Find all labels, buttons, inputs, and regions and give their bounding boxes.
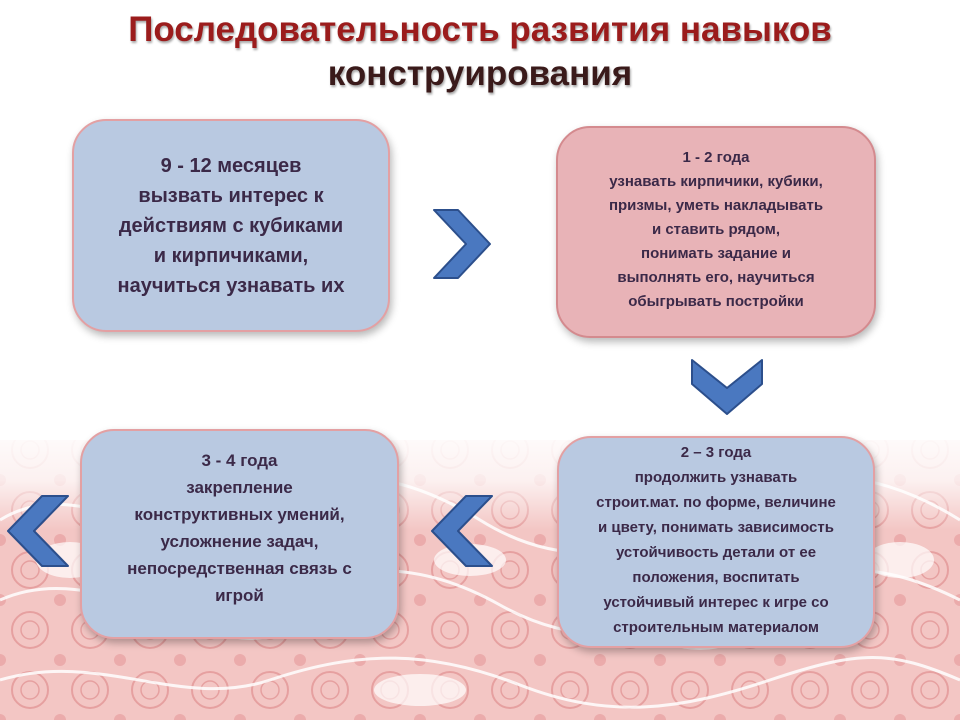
- chevron-right-icon: [432, 208, 492, 280]
- step-text-line: понимать задание и: [641, 245, 791, 262]
- step-text-line: обыгрывать постройки: [628, 293, 804, 310]
- step-text-line: закрепление: [186, 478, 293, 497]
- step-text-line: конструктивных умений,: [134, 505, 345, 524]
- step-period: 3 - 4 года: [201, 451, 278, 470]
- step-period: 9 - 12 месяцев: [160, 154, 302, 177]
- title-line-2: конструирования: [327, 54, 633, 93]
- step-text-line: и цвету, понимать зависимость: [598, 519, 834, 536]
- step-box-2-3-years: 2 – 3 года продолжить узнавать строит.ма…: [557, 436, 875, 648]
- step-text-line: научиться узнавать их: [117, 274, 345, 297]
- step-period: 1 - 2 года: [682, 149, 750, 166]
- title-line-1: Последовательность развития навыков: [128, 10, 832, 49]
- page-title: Последовательность развития навыков конс…: [60, 8, 900, 96]
- step-text-line: и кирпичиками,: [153, 244, 309, 267]
- chevron-left-icon: [6, 494, 70, 568]
- step-text-line: продолжить узнавать: [634, 469, 798, 486]
- step-period: 2 – 3 года: [680, 444, 752, 461]
- step-text-line: устойчивость детали от ее: [615, 544, 817, 561]
- step-text-line: действиям с кубиками: [118, 214, 344, 237]
- step-box-9-12-months: 9 - 12 месяцев вызвать интерес к действи…: [72, 119, 390, 332]
- step-text-line: игрой: [215, 586, 264, 605]
- step-text-line: вызвать интерес к: [138, 184, 324, 207]
- step-text-line: строит.мат. по форме, величине: [596, 494, 836, 511]
- step-text-line: устойчивый интерес к игре со: [603, 594, 829, 611]
- step-text-line: усложнение задач,: [160, 532, 319, 551]
- step-text-line: положения, воспитать: [632, 569, 800, 586]
- step-text-line: непосредственная связь с: [127, 559, 352, 578]
- step-text-line: строительным материалом: [613, 619, 819, 636]
- step-box-1-2-years: 1 - 2 года узнавать кирпичики, кубики, п…: [556, 126, 876, 338]
- chevron-left-icon: [430, 494, 494, 568]
- step-box-3-4-years: 3 - 4 года закрепление конструктивных ум…: [80, 429, 399, 639]
- chevron-down-icon: [690, 358, 764, 416]
- step-text-line: призмы, уметь накладывать: [608, 197, 824, 214]
- step-text-line: выполнять его, научиться: [617, 269, 815, 286]
- step-text-line: и ставить рядом,: [651, 221, 781, 238]
- step-text-line: узнавать кирпичики, кубики,: [609, 173, 823, 190]
